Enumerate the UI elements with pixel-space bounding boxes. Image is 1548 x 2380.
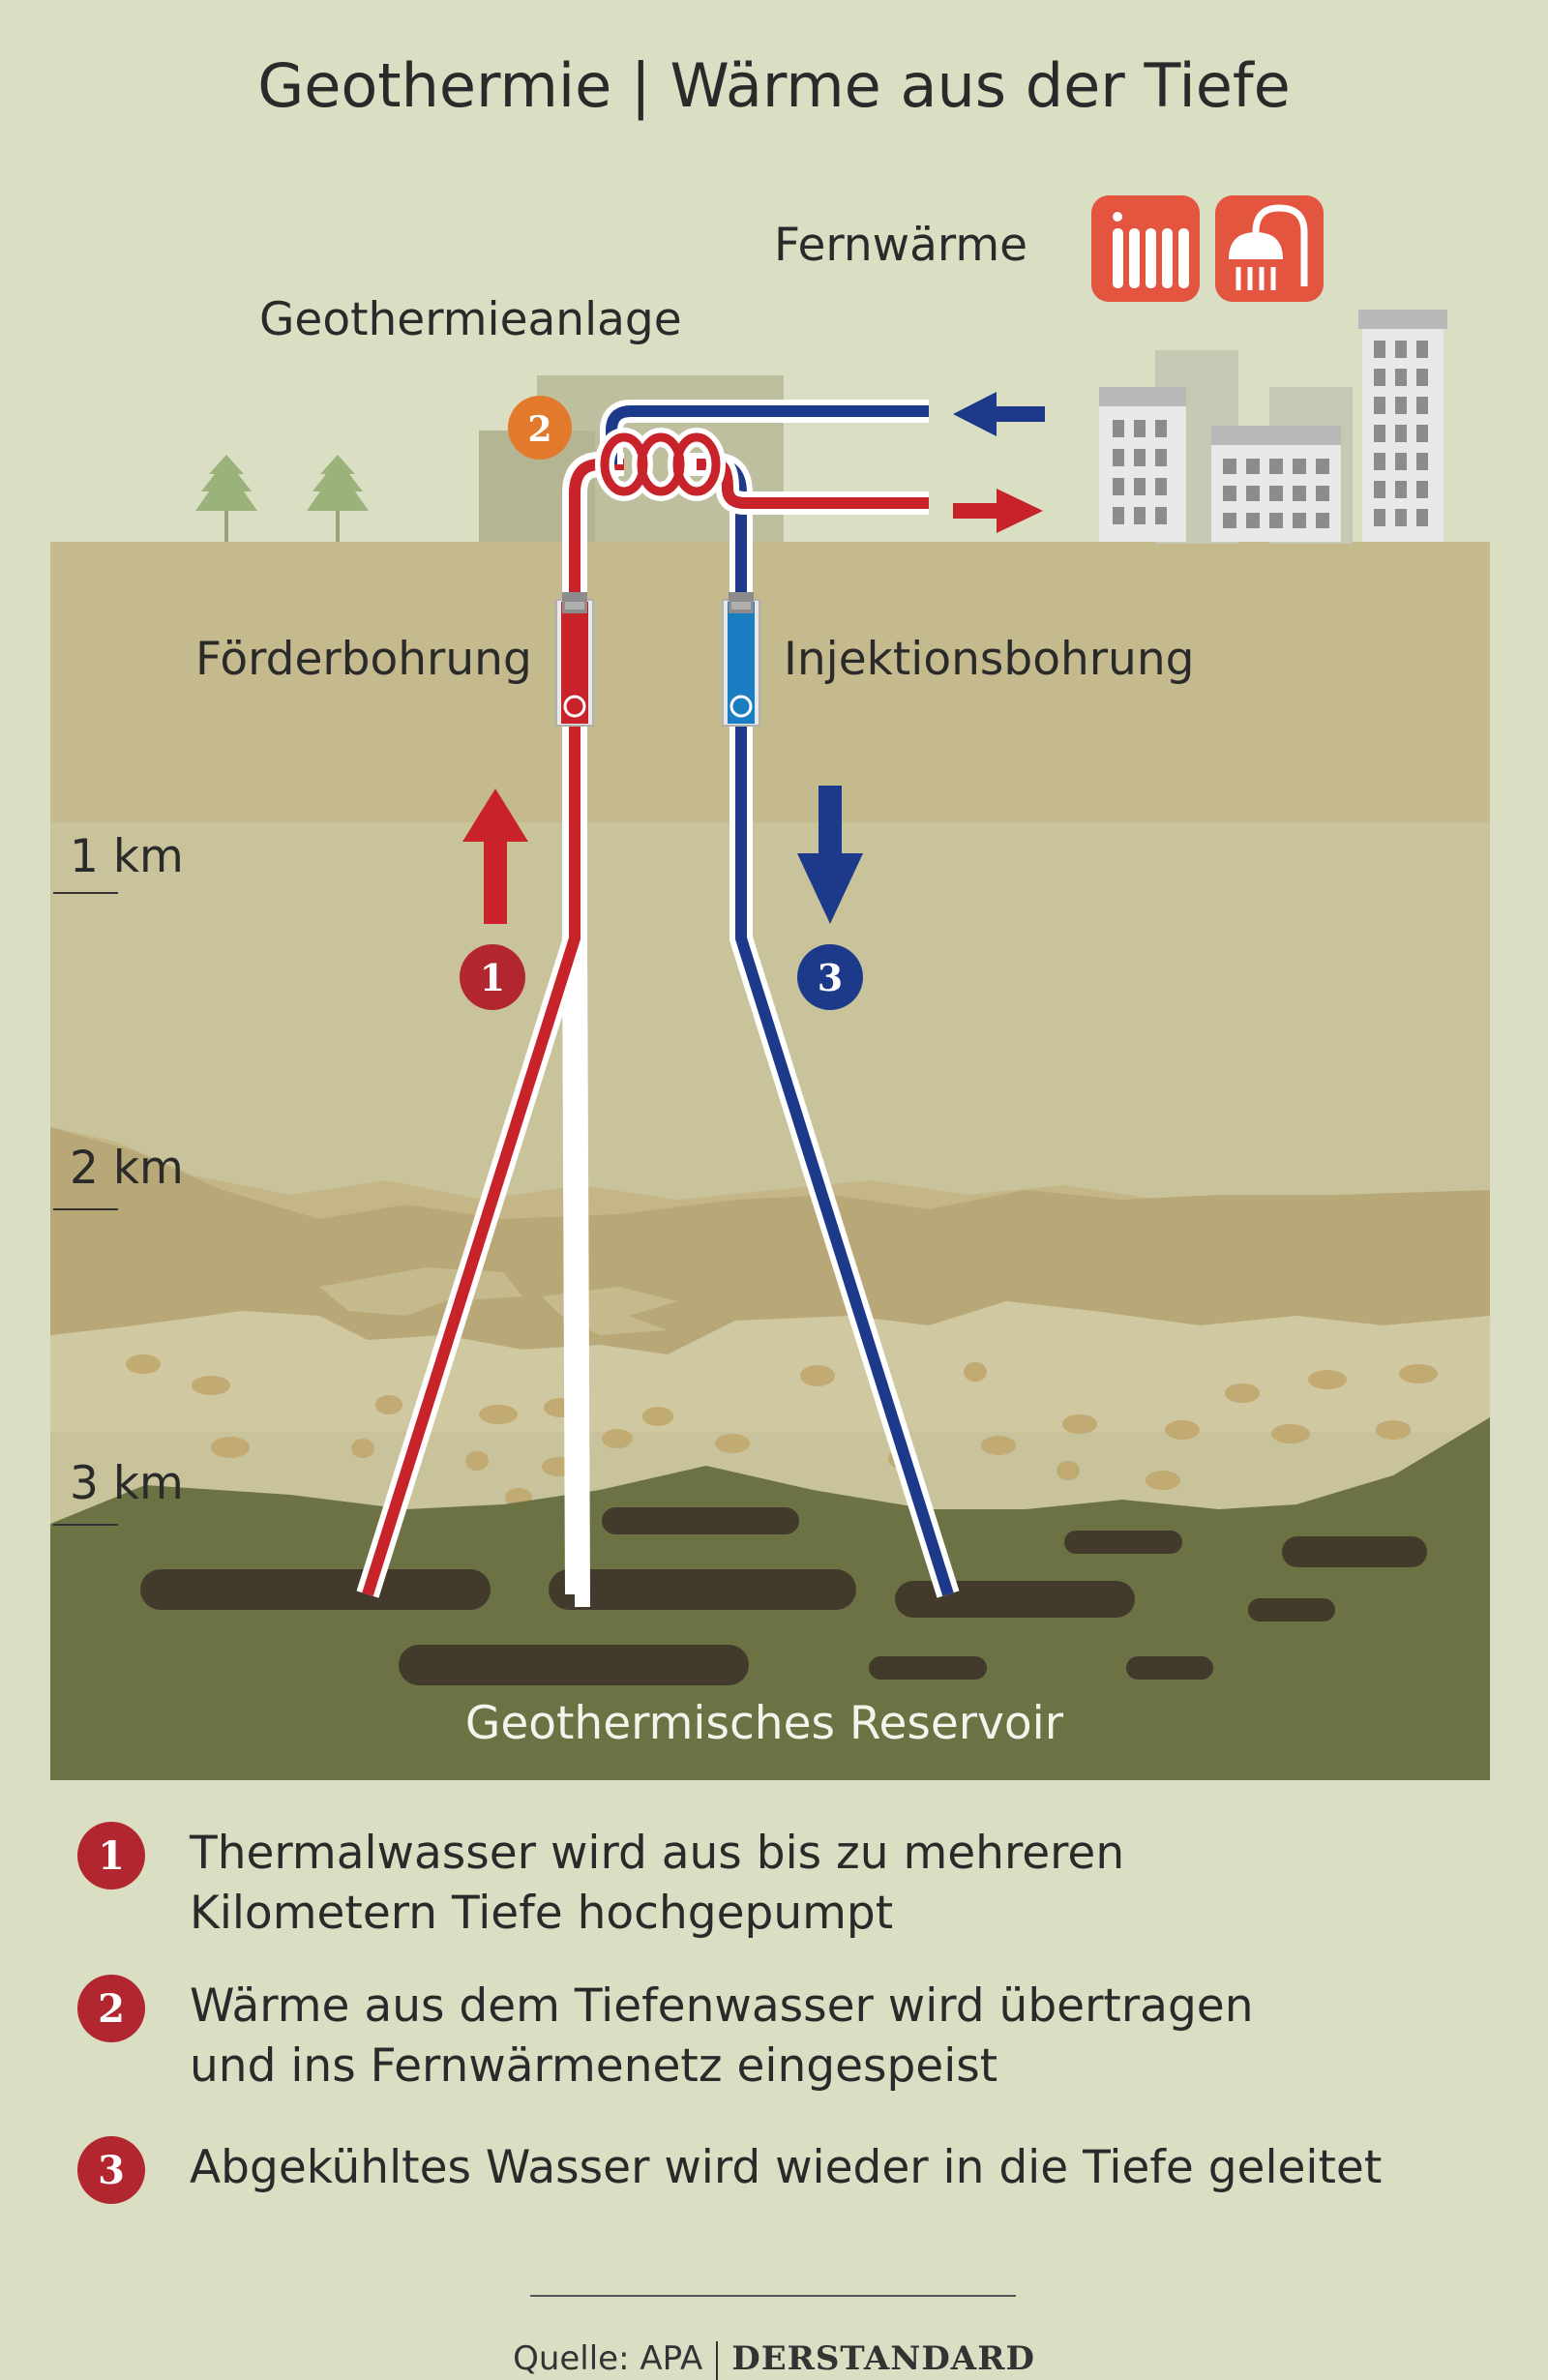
- window: [1374, 369, 1385, 386]
- window: [1113, 449, 1124, 466]
- window: [1223, 486, 1236, 501]
- production-wellhead: [555, 592, 594, 727]
- window: [1395, 425, 1407, 442]
- depth-1km: 1 km: [70, 830, 184, 883]
- window: [1155, 420, 1167, 437]
- legend-item: 3 Abgekühltes Wasser wird wieder in die …: [77, 2136, 1383, 2204]
- window: [1374, 341, 1385, 358]
- window: [1416, 369, 1428, 386]
- window: [1134, 478, 1146, 495]
- window: [1269, 486, 1283, 501]
- geothermieanlage-label: Geothermieanlage: [259, 293, 682, 346]
- legend-item: 2 Wärme aus dem Tiefenwasser wird übertr…: [77, 1975, 1254, 2097]
- supply-flow-arrow: [953, 489, 1043, 533]
- window: [1293, 459, 1306, 474]
- window: [1269, 459, 1283, 474]
- pebble-layer: [50, 1301, 1490, 1432]
- legend-text-3: Abgekühltes Wasser wird wieder in die Ti…: [190, 2141, 1383, 2194]
- fernwaerme-label: Fernwärme: [774, 219, 1028, 272]
- brand-logo: DERSTANDARD: [731, 2339, 1035, 2378]
- window: [1416, 509, 1428, 526]
- foerderbohrung-label: Förderbohrung: [195, 633, 532, 686]
- injection-wellhead: [722, 592, 760, 727]
- page-title: Geothermie | Wärme aus der Tiefe: [257, 50, 1291, 121]
- window: [1374, 425, 1385, 442]
- window: [1293, 513, 1306, 528]
- window: [1113, 420, 1124, 437]
- window: [1395, 369, 1407, 386]
- legend-marker-3: 3: [77, 2136, 145, 2204]
- window: [1316, 513, 1329, 528]
- heat-exchanger-coil: [595, 428, 726, 501]
- depth-3km: 3 km: [70, 1457, 184, 1510]
- window: [1134, 449, 1146, 466]
- window: [1134, 507, 1146, 524]
- window: [1246, 486, 1260, 501]
- window: [1395, 453, 1407, 470]
- window: [1223, 459, 1236, 474]
- source-line: Quelle: APA DERSTANDARD: [0, 2339, 1548, 2380]
- marker-3-label: 3: [818, 956, 843, 999]
- window: [1316, 459, 1329, 474]
- window: [1395, 397, 1407, 414]
- window: [1155, 478, 1167, 495]
- window: [1113, 507, 1124, 524]
- downflow-arrow: [797, 786, 863, 924]
- window: [1113, 478, 1124, 495]
- window: [1416, 341, 1428, 358]
- legend-text-1: Thermalwasser wird aus bis zu mehreren K…: [190, 1827, 1125, 1940]
- window: [1269, 513, 1283, 528]
- window: [1155, 507, 1167, 524]
- city-buildings: [1099, 310, 1447, 544]
- window: [1416, 397, 1428, 414]
- district-return-pipe: [606, 405, 929, 464]
- shower-icon: [1215, 195, 1324, 302]
- window: [1395, 509, 1407, 526]
- source-separator: [716, 2340, 719, 2380]
- window: [1293, 486, 1306, 501]
- source-label: Quelle: APA: [513, 2339, 703, 2378]
- reservoir-aquifers: [140, 1507, 1427, 1685]
- marker-3: [797, 944, 863, 1010]
- window: [1416, 481, 1428, 498]
- marker-1: [460, 944, 525, 1010]
- window: [1246, 513, 1260, 528]
- window: [1246, 459, 1260, 474]
- legend-marker-1: 1: [77, 1822, 145, 1889]
- window: [1134, 420, 1146, 437]
- window: [1395, 341, 1407, 358]
- window: [1223, 513, 1236, 528]
- depth-2km: 2 km: [70, 1142, 184, 1195]
- marker-1-label: 1: [480, 956, 505, 999]
- return-flow-arrow: [953, 392, 1045, 436]
- window: [1316, 486, 1329, 501]
- legend-text-2: Wärme aus dem Tiefenwasser wird übertrag…: [190, 1979, 1254, 2093]
- window: [1155, 449, 1167, 466]
- window: [1416, 425, 1428, 442]
- radiator-icon: [1091, 195, 1200, 302]
- geothermal-diagram: 1 3 2: [50, 195, 1490, 1780]
- window: [1416, 453, 1428, 470]
- marker-2-label: 2: [527, 409, 551, 450]
- window: [1374, 481, 1385, 498]
- injektionsbohrung-label: Injektionsbohrung: [784, 633, 1195, 686]
- marker-2: [508, 396, 572, 460]
- legend-item: 1 Thermalwasser wird aus bis zu mehreren…: [77, 1822, 1125, 1944]
- tree-icon: [307, 455, 369, 542]
- window: [1374, 397, 1385, 414]
- legend-marker-2: 2: [77, 1975, 145, 2042]
- upflow-arrow: [462, 788, 528, 924]
- window: [1374, 453, 1385, 470]
- reservoir-label: Geothermisches Reservoir: [464, 1697, 1064, 1750]
- window: [1374, 509, 1385, 526]
- source-divider: [530, 2295, 1016, 2297]
- tree-icon: [195, 455, 257, 542]
- window: [1395, 481, 1407, 498]
